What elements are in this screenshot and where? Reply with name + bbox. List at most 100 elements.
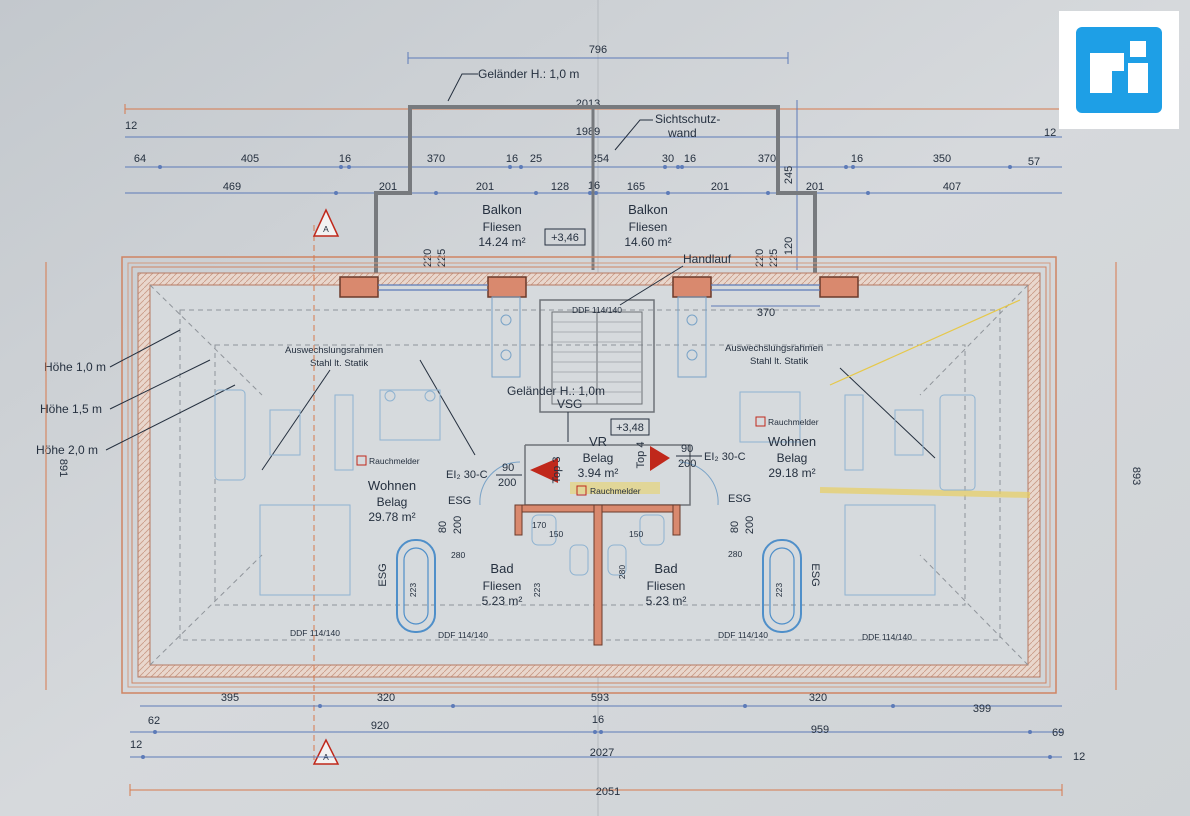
door-swings bbox=[479, 461, 719, 506]
svg-text:469: 469 bbox=[223, 181, 241, 193]
door-right-90: 90 bbox=[681, 443, 693, 455]
handrail-label: Handlauf bbox=[683, 252, 732, 266]
svg-text:Höhe 1,5 m: Höhe 1,5 m bbox=[40, 402, 102, 416]
dim-220-right: 220 bbox=[754, 249, 766, 267]
bath-left-280: 280 bbox=[451, 550, 465, 560]
svg-text:201: 201 bbox=[379, 181, 397, 193]
section-marker-top: A bbox=[312, 208, 340, 237]
svg-text:62: 62 bbox=[148, 715, 160, 727]
dim-120: 120 bbox=[783, 237, 795, 255]
vr-label: VR Belag 3.94 m² bbox=[578, 434, 619, 480]
svg-text:5.23 m²: 5.23 m² bbox=[482, 594, 523, 608]
bath-walls bbox=[514, 504, 681, 646]
bottom-dim-right-12: 12 bbox=[1073, 751, 1085, 763]
smoke-detector-right: Rauchmelder bbox=[768, 417, 819, 427]
height-leaders bbox=[105, 329, 236, 451]
smoke-detector-hall: Rauchmelder bbox=[590, 486, 641, 496]
bath-right-200: 200 bbox=[744, 516, 756, 534]
balcony-level-box bbox=[544, 228, 586, 246]
svg-text:Stahl lt. Statik: Stahl lt. Statik bbox=[750, 356, 808, 367]
svg-text:Auswechslungsrahmen: Auswechslungsrahmen bbox=[725, 343, 823, 354]
svg-text:Höhe 2,0 m: Höhe 2,0 m bbox=[36, 443, 98, 457]
beam-yellow-line bbox=[829, 299, 1021, 386]
svg-text:128: 128 bbox=[551, 181, 569, 193]
svg-text:29.78 m²: 29.78 m² bbox=[368, 510, 415, 524]
bottom-dim-row-1: 395 320 593 320 399 bbox=[221, 692, 991, 715]
bath-right-80: 80 bbox=[729, 521, 741, 533]
svg-text:16: 16 bbox=[851, 153, 863, 165]
svg-text:320: 320 bbox=[377, 692, 395, 704]
svg-text:Balkon: Balkon bbox=[628, 202, 668, 217]
smoke-detector-right-icon bbox=[755, 416, 766, 427]
svg-text:399: 399 bbox=[973, 703, 991, 715]
furniture bbox=[214, 389, 976, 596]
bath-left-223: 223 bbox=[408, 583, 418, 597]
dim-row-a: 64 405 16 370 16 25 254 30 16 370 16 350… bbox=[134, 153, 1040, 168]
dim-1989: 1989 bbox=[576, 126, 600, 138]
dim-796: 796 bbox=[589, 44, 607, 56]
bath-170: 170 bbox=[532, 520, 546, 530]
door-left-200: 200 bbox=[498, 477, 516, 489]
beam-right-leader bbox=[839, 367, 936, 459]
svg-text:Balkon: Balkon bbox=[482, 202, 522, 217]
svg-text:920: 920 bbox=[371, 720, 389, 732]
bath-right-150: 150 bbox=[629, 529, 643, 539]
dim-right-12: 12 bbox=[1044, 127, 1056, 139]
privacy-wall-label-2: wand bbox=[667, 126, 697, 140]
svg-text:201: 201 bbox=[711, 181, 729, 193]
svg-text:Wohnen: Wohnen bbox=[368, 478, 416, 493]
bottom-dim-left-12: 12 bbox=[130, 739, 142, 751]
svg-text:Höhe 1,0 m: Höhe 1,0 m bbox=[44, 360, 106, 374]
svg-text:29.18 m²: 29.18 m² bbox=[768, 466, 815, 480]
bath-right-280: 280 bbox=[728, 549, 742, 559]
door-right-200: 200 bbox=[678, 458, 696, 470]
bath-mid-280: 280 bbox=[617, 565, 627, 579]
svg-text:Fliesen: Fliesen bbox=[647, 579, 686, 593]
bottom-dimension-lines bbox=[129, 705, 1063, 796]
svg-text:Fliesen: Fliesen bbox=[629, 220, 668, 234]
dim-225-right: 225 bbox=[768, 249, 780, 267]
svg-text:350: 350 bbox=[933, 153, 951, 165]
svg-text:25: 25 bbox=[530, 153, 542, 165]
dormer-windows bbox=[378, 284, 820, 291]
stair-treads bbox=[552, 321, 642, 393]
bath-left-80: 80 bbox=[437, 521, 449, 533]
beam-left-label: Auswechslungsrahmen Stahl lt. Statik bbox=[285, 345, 383, 369]
svg-text:370: 370 bbox=[758, 153, 776, 165]
bathtubs bbox=[396, 539, 802, 633]
brand-logo-icon bbox=[1076, 27, 1162, 113]
bottom-dim-2051: 2051 bbox=[596, 786, 620, 798]
stair-level-box bbox=[610, 418, 650, 436]
living-right-label: Wohnen Belag 29.18 m² bbox=[768, 434, 816, 480]
top-4-label: Top 4 bbox=[635, 442, 647, 469]
svg-text:16: 16 bbox=[339, 153, 351, 165]
svg-text:320: 320 bbox=[809, 692, 827, 704]
beam-left-leader bbox=[261, 369, 331, 471]
svg-text:Stahl lt. Statik: Stahl lt. Statik bbox=[310, 358, 368, 369]
dim-left-12: 12 bbox=[125, 120, 137, 132]
ddf-left: DDF 114/140 bbox=[290, 628, 340, 638]
svg-text:254: 254 bbox=[591, 153, 609, 165]
smoke-detector-hall-icon bbox=[576, 485, 587, 496]
bath-left-150: 150 bbox=[549, 529, 563, 539]
height-labels: Höhe 1,0 m Höhe 1,5 m Höhe 2,0 m bbox=[36, 360, 106, 457]
smoke-detector-left: Rauchmelder bbox=[369, 456, 420, 466]
esg-right-side: ESG bbox=[809, 563, 821, 586]
svg-text:959: 959 bbox=[811, 724, 829, 736]
beam-left-leader-2 bbox=[419, 359, 476, 456]
kitchen-units bbox=[491, 296, 707, 378]
svg-text:Belag: Belag bbox=[777, 451, 808, 465]
handrail-leader bbox=[619, 265, 684, 306]
svg-text:201: 201 bbox=[476, 181, 494, 193]
svg-text:201: 201 bbox=[806, 181, 824, 193]
dim-220-left: 220 bbox=[422, 249, 434, 267]
svg-text:405: 405 bbox=[241, 153, 259, 165]
svg-text:3.94 m²: 3.94 m² bbox=[578, 466, 619, 480]
top-3-label: Top 3 bbox=[551, 457, 563, 484]
privacy-wall-label-1: Sichtschutz- bbox=[655, 112, 720, 126]
bath-right-223: 223 bbox=[774, 583, 784, 597]
railing-top-label: Geländer H.: 1,0 m bbox=[478, 67, 579, 81]
svg-text:57: 57 bbox=[1028, 156, 1040, 168]
svg-text:14.24 m²: 14.24 m² bbox=[478, 235, 525, 249]
